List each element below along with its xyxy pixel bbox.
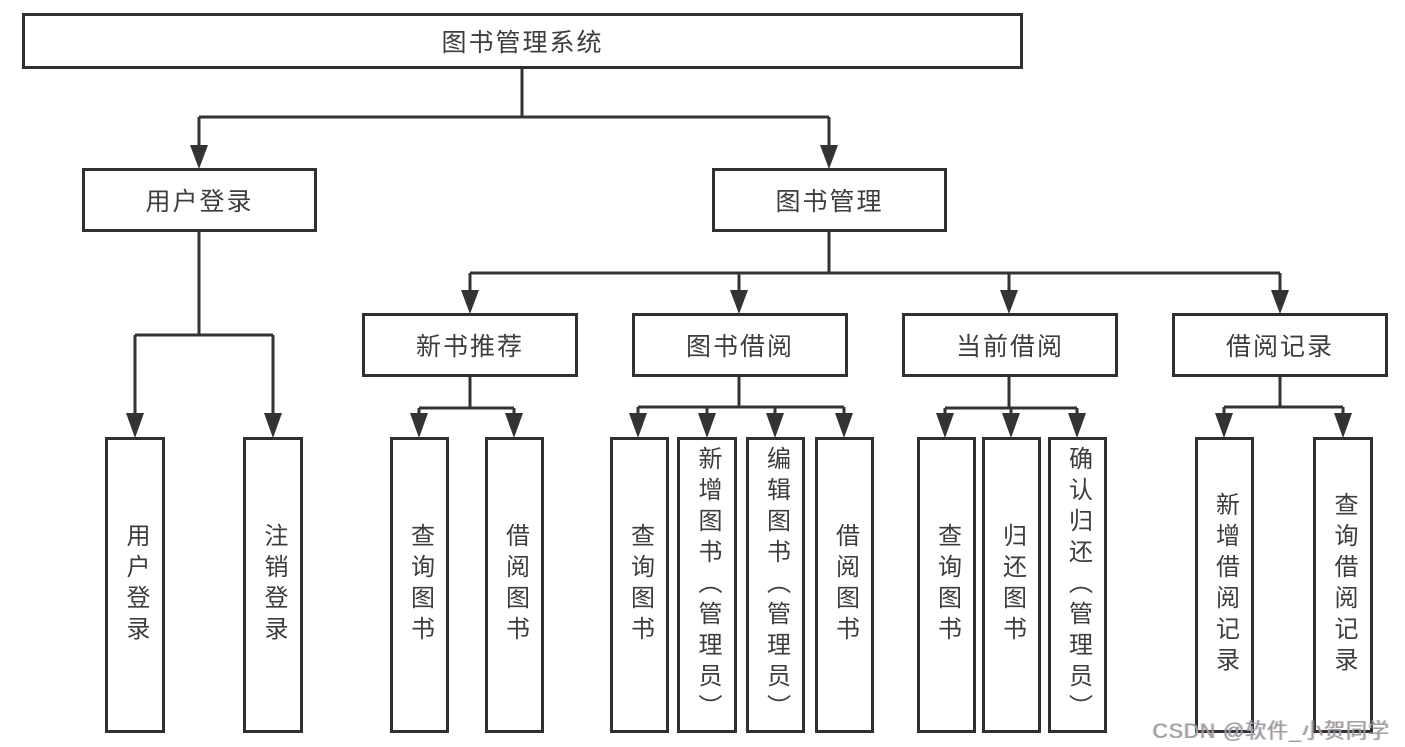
leaf-query-books-recommend: 查询图书 xyxy=(390,437,449,733)
node-label: 确认归还（管理员） xyxy=(1064,445,1092,725)
arrowhead-icon xyxy=(1068,413,1086,438)
node-label: 借阅图书 xyxy=(501,523,529,647)
node-label: 用户登录 xyxy=(145,188,254,216)
arrowhead-icon xyxy=(1215,413,1233,438)
node-label: 当前借阅 xyxy=(955,333,1064,361)
arrowhead-icon xyxy=(1000,290,1018,314)
node-new-book-recommendation: 新书推荐 xyxy=(362,313,578,377)
leaf-add-borrow-record: 新增借阅记录 xyxy=(1195,437,1254,733)
node-label: 用户登录 xyxy=(122,523,149,647)
arrowhead-icon xyxy=(629,413,647,438)
node-library-management-system: 图书管理系统 xyxy=(22,13,1023,69)
arrowhead-icon xyxy=(1271,290,1289,314)
arrowhead-icon xyxy=(766,413,784,438)
leaf-query-books-borrow: 查询图书 xyxy=(610,437,669,733)
node-label: 编辑图书（管理员） xyxy=(762,445,790,725)
leaf-query-borrow-record: 查询借阅记录 xyxy=(1313,437,1373,733)
node-label: 图书管理 xyxy=(775,188,884,216)
node-label: 图书管理系统 xyxy=(441,29,604,57)
node-label: 新增图书（管理员） xyxy=(694,445,721,725)
arrowhead-icon xyxy=(936,413,954,438)
arrowhead-icon xyxy=(410,413,428,438)
arrowhead-icon xyxy=(505,413,523,438)
leaf-logout: 注销登录 xyxy=(243,437,303,733)
leaf-user-login: 用户登录 xyxy=(105,437,165,733)
node-user-login: 用户登录 xyxy=(82,168,317,232)
leaf-borrow-books-recommend: 借阅图书 xyxy=(485,437,544,733)
node-label: 归还图书 xyxy=(998,523,1026,647)
node-label: 新增借阅记录 xyxy=(1211,492,1239,678)
node-label: 查询借阅记录 xyxy=(1330,492,1357,678)
node-label: 查询图书 xyxy=(406,523,434,647)
leaf-edit-books-admin: 编辑图书（管理员） xyxy=(746,437,805,733)
node-label: 借阅图书 xyxy=(831,523,859,647)
node-book-management: 图书管理 xyxy=(712,168,947,232)
leaf-add-books-admin: 新增图书（管理员） xyxy=(677,437,737,733)
arrowhead-icon xyxy=(1002,413,1020,438)
leaf-borrow-books: 借阅图书 xyxy=(815,437,874,733)
arrowhead-icon xyxy=(126,413,144,438)
node-book-borrowing: 图书借阅 xyxy=(632,313,848,377)
connector-path xyxy=(133,69,1345,414)
arrowhead-icon xyxy=(820,145,838,169)
node-label: 注销登录 xyxy=(260,523,287,647)
arrowhead-icon xyxy=(698,413,716,438)
node-borrowing-records: 借阅记录 xyxy=(1172,313,1388,377)
node-label: 查询图书 xyxy=(933,523,961,647)
arrowhead-icon xyxy=(264,413,282,438)
leaf-query-books-current: 查询图书 xyxy=(917,437,976,733)
arrowhead-icon xyxy=(461,290,479,314)
node-label: 新书推荐 xyxy=(415,333,524,361)
node-label: 图书借阅 xyxy=(685,333,794,361)
node-label: 查询图书 xyxy=(626,523,654,647)
arrowhead-icon xyxy=(1334,413,1352,438)
arrowhead-icon xyxy=(835,413,853,438)
node-label: 借阅记录 xyxy=(1225,333,1334,361)
arrowhead-icon xyxy=(730,290,748,314)
node-current-borrowing: 当前借阅 xyxy=(902,313,1118,377)
leaf-confirm-return-admin: 确认归还（管理员） xyxy=(1048,437,1107,733)
watermark: CSDN @软件_小贺同学 xyxy=(1152,720,1390,743)
arrowhead-icon xyxy=(190,145,208,169)
leaf-return-books: 归还图书 xyxy=(982,437,1041,733)
